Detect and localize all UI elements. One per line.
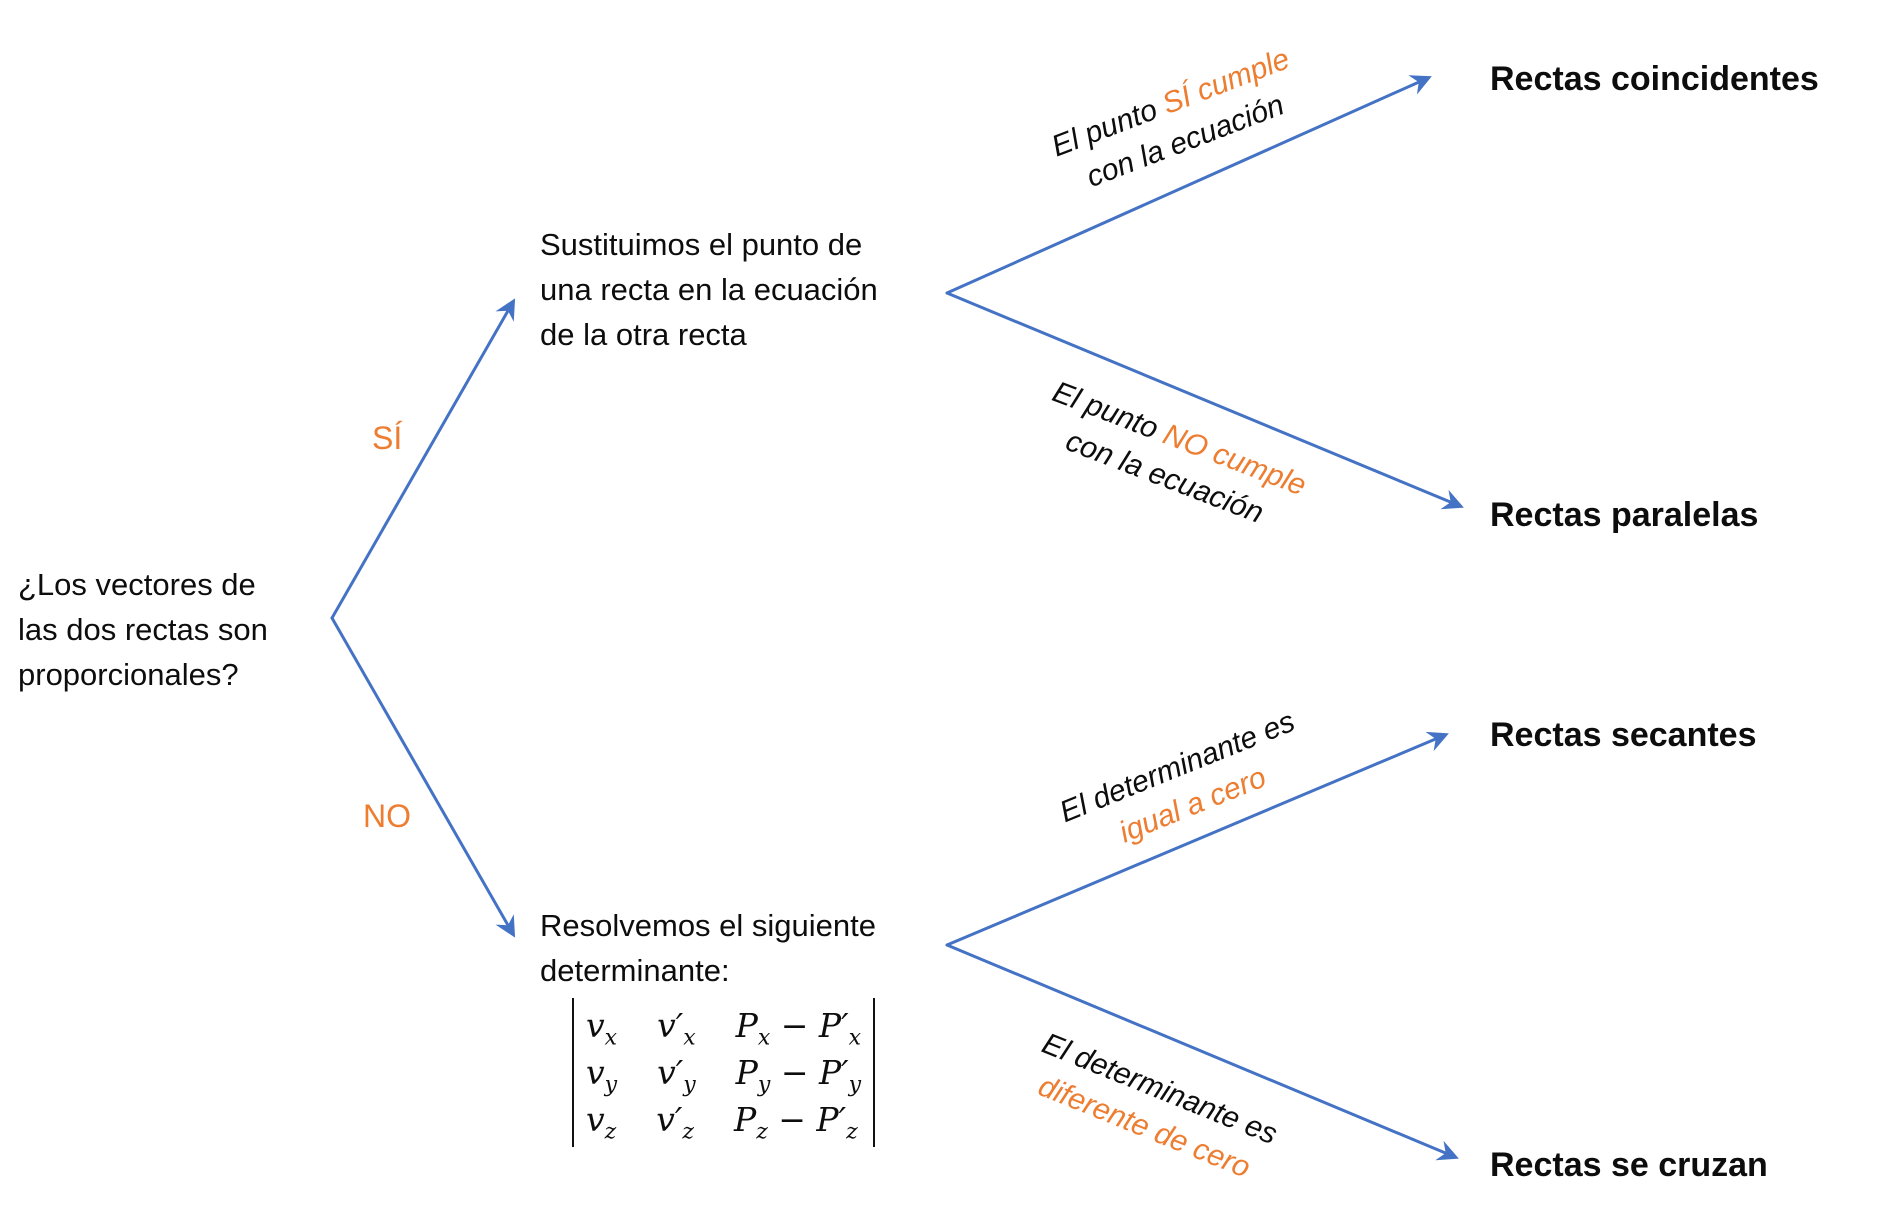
branch-label-yes: SÍ — [372, 420, 403, 456]
matrix-cell: v′y — [657, 1053, 696, 1098]
matrix-row: vy v′y Py − P′y — [586, 1049, 861, 1096]
outcome-coincidentes: Rectas coincidentes — [1490, 60, 1819, 98]
node-determinant-line: Resolvemos el siguiente — [540, 908, 877, 943]
arrow-substitute-coincidentes — [945, 75, 1432, 295]
node-substitute: Sustituimos el punto de una recta en la … — [540, 222, 878, 357]
matrix-cell: Pz − P′z — [733, 1100, 858, 1145]
node-substitute-line: de la otra recta — [540, 317, 747, 352]
node-substitute-line: Sustituimos el punto de — [540, 227, 863, 262]
arrow-determinant-secantes — [945, 731, 1449, 947]
branch-label-no: NO — [363, 798, 411, 834]
arrow-determinant-cruzan — [945, 943, 1459, 1161]
node-determinant-line: determinante: — [540, 953, 730, 988]
node-substitute-line: una recta en la ecuación — [540, 272, 878, 307]
arrow-substitute-paralelas — [945, 291, 1464, 510]
root-question-line: ¿Los vectores de — [18, 567, 256, 602]
determinant-matrix: vx v′x Px − P′x vy v′y Py − P′y vz v′z Pz − P′z — [572, 998, 876, 1147]
arrow-root-no — [330, 616, 516, 938]
root-question-line: las dos rectas son — [18, 612, 268, 647]
root-question-line: proporcionales? — [18, 657, 239, 692]
matrix-cell: Py − P′y — [735, 1053, 862, 1098]
matrix-row: vz v′z Pz − P′z — [586, 1096, 861, 1143]
matrix-cell: vx — [586, 1006, 618, 1051]
matrix-cell: v′x — [657, 1006, 696, 1051]
outcome-secantes: Rectas secantes — [1490, 716, 1757, 754]
node-determinant: Resolvemos el siguiente determinante: — [540, 903, 876, 993]
matrix-cell: vz — [586, 1100, 617, 1145]
matrix-row: vx v′x Px − P′x — [586, 1002, 861, 1049]
arrow-root-yes — [330, 298, 516, 620]
root-question: ¿Los vectores de las dos rectas son prop… — [18, 562, 268, 697]
matrix-cell: Px − P′x — [735, 1006, 862, 1051]
matrix-cell: vy — [586, 1053, 618, 1098]
outcome-paralelas: Rectas paralelas — [1490, 496, 1759, 534]
outcome-cruzan: Rectas se cruzan — [1490, 1146, 1768, 1184]
matrix-cell: v′z — [656, 1100, 694, 1145]
